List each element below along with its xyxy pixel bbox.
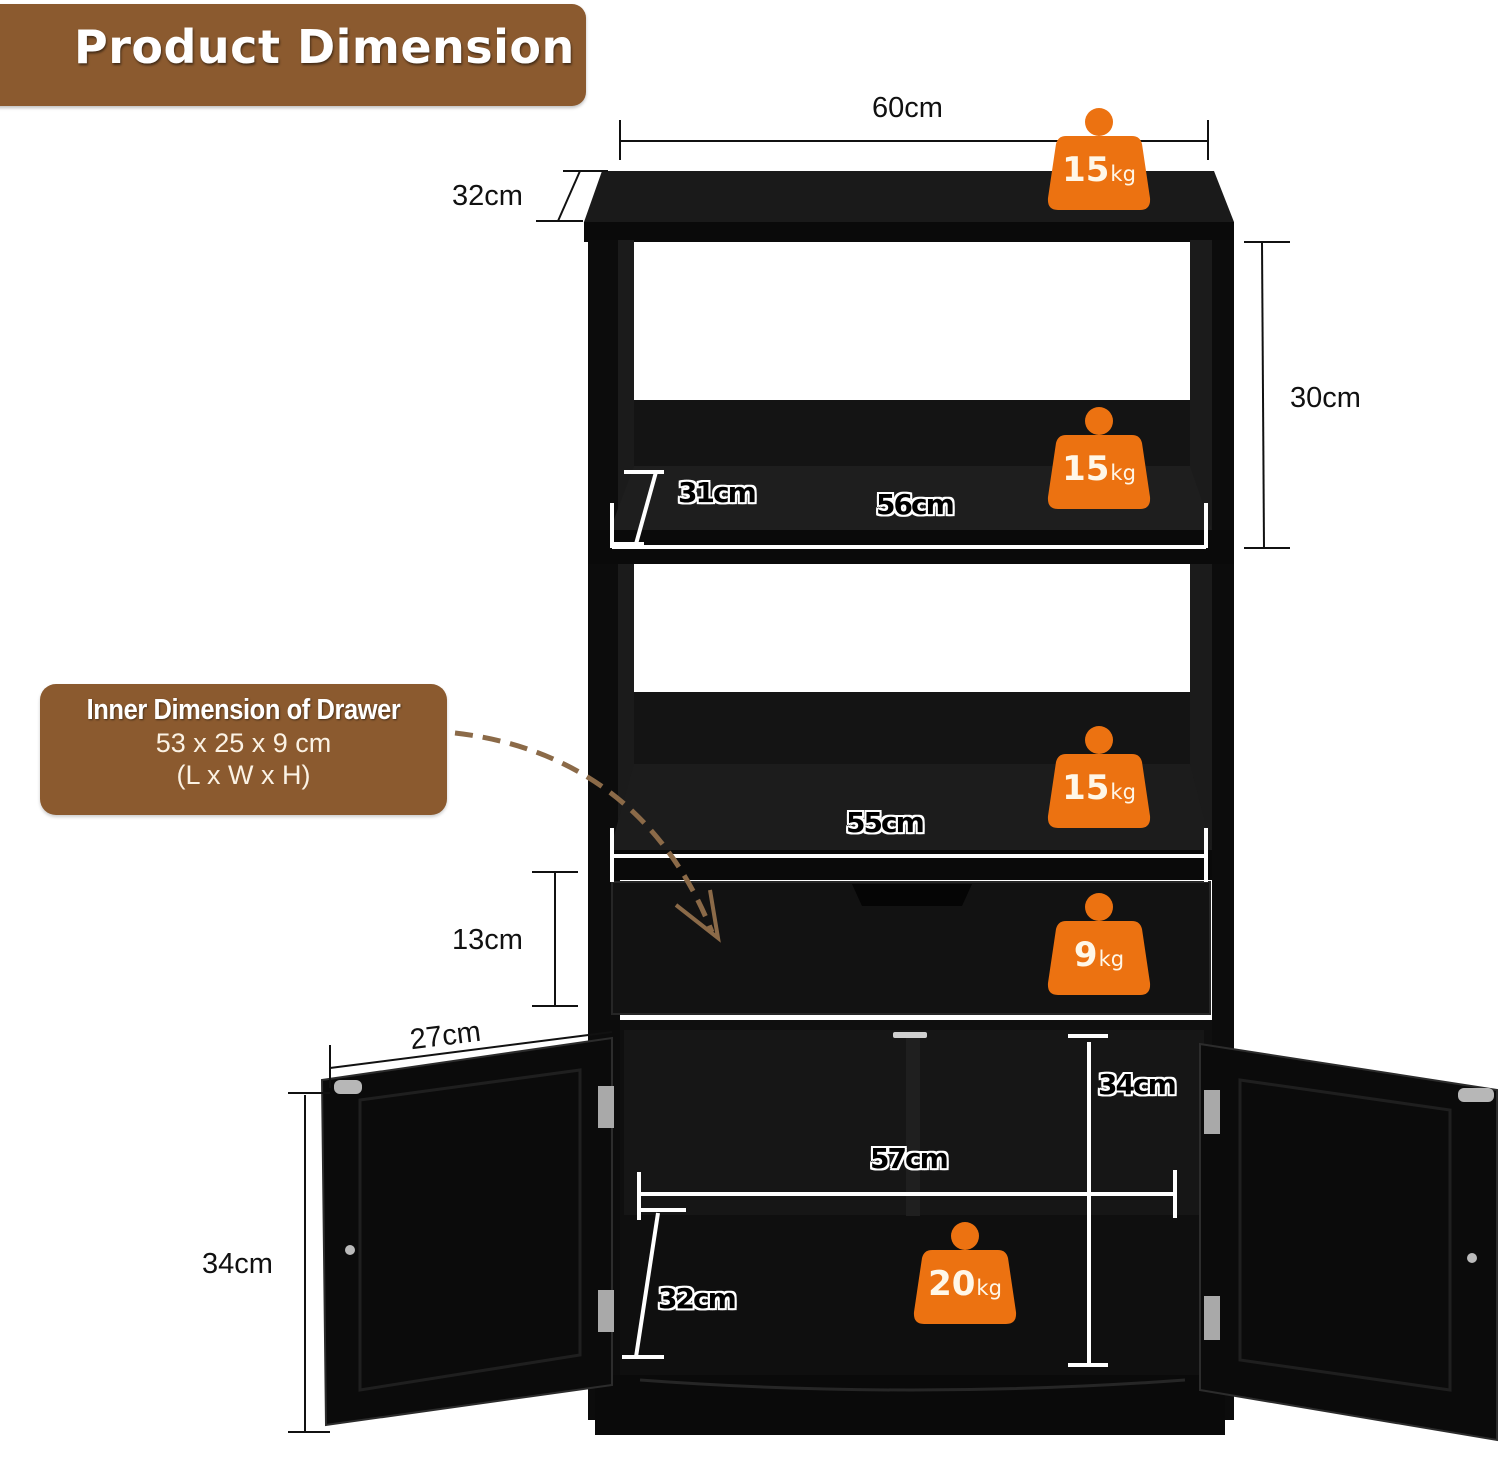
arrow-head [674,889,721,943]
hinge [598,1086,614,1128]
door-height-label: 34cm [202,1248,273,1280]
drawer-height-label: 13cm [452,924,523,956]
weight-icon [913,1222,1017,1324]
weight-icon [1047,726,1151,828]
weight-badge-upper-shelf: 15kg [1046,405,1152,509]
left-door [320,1036,613,1427]
width-label: 60cm [872,92,943,124]
top-shelf-width-label: 56cm [876,488,955,521]
cabinet-depth-label: 32cm [658,1282,737,1315]
weight-value: 9 [1073,935,1098,975]
weight-icon [1047,893,1151,995]
hinge [1204,1090,1220,1134]
hinge [1204,1296,1220,1340]
cabinet-height-label: 34cm [1098,1068,1177,1101]
weight-value: 15 [1062,150,1110,190]
weight-value: 15 [1062,449,1110,489]
page-title: Product Dimension [74,20,575,74]
weight-badge-middle-shelf: 15kg [1046,724,1152,828]
weight-icon [1047,407,1151,509]
weight-value: 15 [1062,768,1110,808]
right-door-hinge-top [1458,1088,1494,1102]
middle-shelf-width-label: 55cm [846,806,925,839]
weight-icon [1047,108,1151,210]
hinge [598,1290,614,1332]
right-door-knob [1467,1253,1477,1263]
weight-unit: kg [1110,780,1136,804]
shelf-height-dim-line [1261,242,1265,549]
depth-dim-line [557,170,581,222]
callout-axes: (L x W x H) [176,760,311,790]
title-banner [0,4,586,106]
cabinet-width-label: 57cm [870,1142,949,1175]
left-door-hinge-top [334,1080,362,1094]
depth-label: 32cm [452,180,523,212]
top-board-edge [584,222,1234,242]
left-door-knob [345,1245,355,1255]
callout-size: 53 x 25 x 9 cm [155,728,332,758]
weight-unit: kg [1098,947,1125,971]
weight-unit: kg [1110,461,1136,485]
weight-unit: kg [1110,162,1136,186]
drawer-callout-arrow [454,730,715,933]
weight-unit: kg [976,1276,1002,1300]
weight-badge-cabinet: 20kg [912,1220,1018,1324]
door-width-dim-line [329,1031,613,1069]
weight-value: 20 [928,1264,976,1304]
right-door [1199,1042,1498,1442]
top-shelf-depth-label: 31cm [678,476,757,509]
callout-heading: Inner Dimension of Drawer [86,694,401,726]
drawer-inner-dimension-callout: Inner Dimension of Drawer 53 x 25 x 9 cm… [40,684,447,815]
shelf-height-label: 30cm [1290,382,1361,414]
weight-badge-drawer: 9kg [1046,891,1152,995]
weight-badge-top: 15kg [1046,106,1152,210]
drawer-handle-cutout [852,884,972,906]
